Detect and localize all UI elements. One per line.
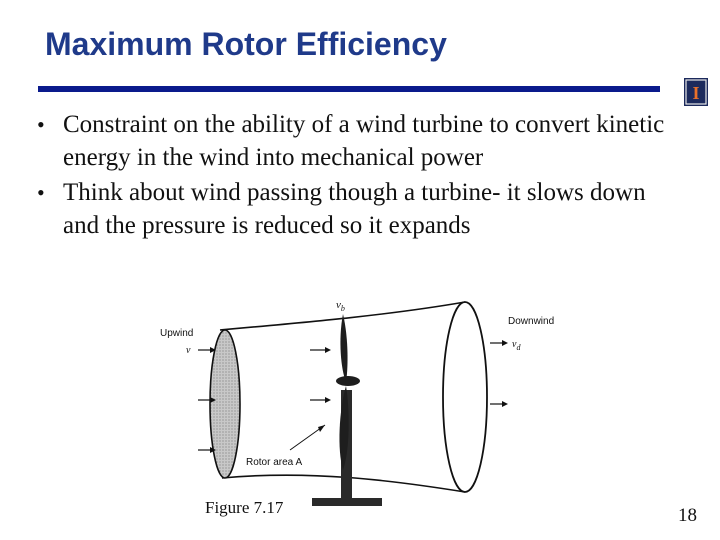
downwind-disc xyxy=(442,301,488,493)
bullet-item: • Think about wind passing though a turb… xyxy=(30,176,670,242)
turbine-blade-upper xyxy=(340,314,348,382)
page-number: 18 xyxy=(678,505,697,526)
bullet-text: Think about wind passing though a turbin… xyxy=(63,179,646,239)
title-divider xyxy=(38,86,660,92)
upwind-v-label: v xyxy=(186,345,191,356)
bullet-list: • Constraint on the ability of a wind tu… xyxy=(30,108,670,244)
downwind-label: Downwind xyxy=(508,316,554,327)
bullet-text: Constraint on the ability of a wind turb… xyxy=(63,111,665,171)
logo-letter: I xyxy=(692,83,699,103)
bullet-item: • Constraint on the ability of a wind tu… xyxy=(30,108,670,174)
downwind-v-label: vd xyxy=(512,339,521,352)
upwind-label: Upwind xyxy=(160,328,193,339)
stream-tube-outline xyxy=(219,301,466,331)
wind-turbine-figure: Upwind v vb Downwind vd Rotor area A xyxy=(160,299,554,506)
bullet-icon: • xyxy=(37,180,45,205)
slide-title: Maximum Rotor Efficiency xyxy=(45,26,447,62)
figure-caption: Figure 7.17 xyxy=(205,498,284,517)
rotor-v-label: vb xyxy=(336,299,345,313)
bullet-icon: • xyxy=(37,112,45,137)
turbine-hub xyxy=(336,376,360,386)
turbine-blade-lower xyxy=(339,386,349,470)
upwind-disc xyxy=(209,329,241,479)
turbine-base xyxy=(312,498,382,506)
rotor-area-label: Rotor area A xyxy=(246,457,302,468)
university-logo: I xyxy=(684,78,708,106)
